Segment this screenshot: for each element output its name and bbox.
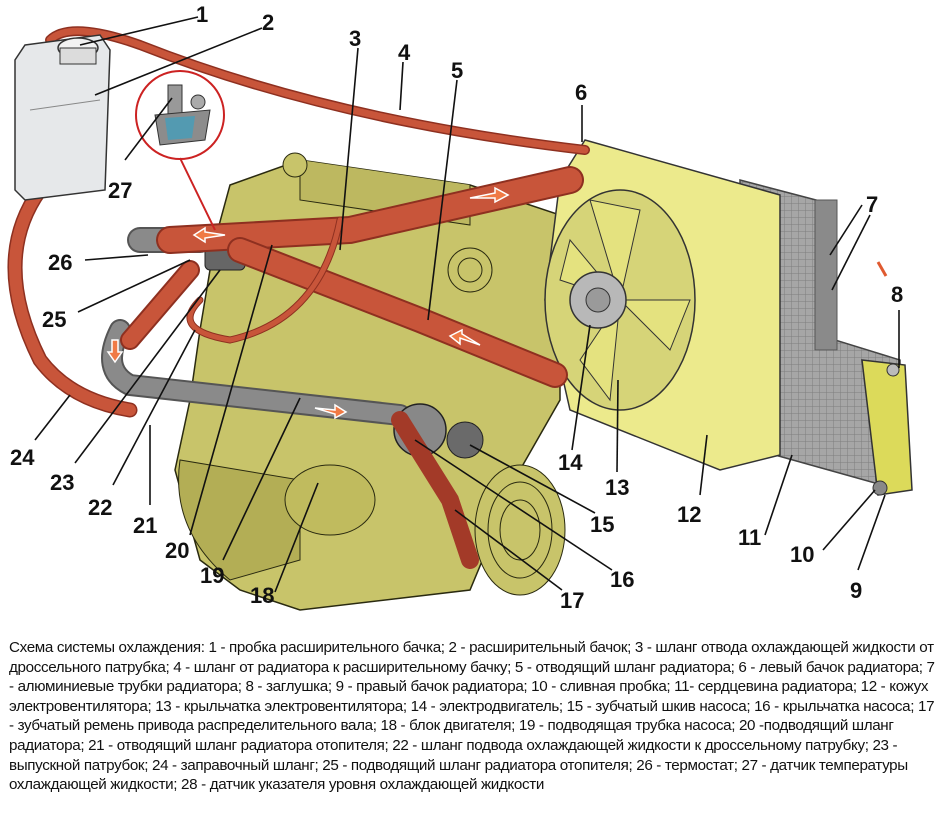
- label-10: 10: [790, 542, 814, 567]
- label-12: 12: [677, 502, 701, 527]
- label-27: 27: [108, 178, 132, 203]
- label-20: 20: [165, 538, 189, 563]
- diagram-caption: Схема системы охлаждения: 1 - пробка рас…: [9, 639, 935, 794]
- label-25: 25: [42, 307, 66, 332]
- label-8: 8: [891, 282, 903, 307]
- label-22: 22: [88, 495, 112, 520]
- label-17: 17: [560, 588, 584, 613]
- label-6: 6: [575, 80, 587, 105]
- fan-shroud: [544, 139, 781, 471]
- label-4: 4: [398, 40, 411, 65]
- leader-lines: [34, 16, 900, 593]
- cooling-system-diagram: 1 2 3 4 5 6 7 8 9 10 11 12 13 14 15 16 1…: [7, 2, 913, 613]
- label-2: 2: [262, 10, 274, 35]
- label-26: 26: [48, 250, 72, 275]
- label-5: 5: [451, 58, 463, 83]
- label-3: 3: [349, 26, 361, 51]
- label-13: 13: [605, 475, 629, 500]
- label-7: 7: [866, 192, 878, 217]
- flow-arrows: [106, 186, 888, 420]
- label-1: 1: [196, 2, 208, 27]
- label-15: 15: [590, 512, 614, 537]
- temperature-sensor-callout: [135, 70, 225, 231]
- label-21: 21: [133, 513, 157, 538]
- label-11: 11: [738, 525, 761, 550]
- label-9: 9: [850, 578, 862, 603]
- part-number-labels: 1 2 3 4 5 6 7 8 9 10 11 12 13 14 15 16 1…: [10, 2, 903, 613]
- expansion-tank: [14, 34, 111, 201]
- label-23: 23: [50, 470, 74, 495]
- label-18: 18: [250, 583, 274, 608]
- label-19: 19: [200, 563, 224, 588]
- label-14: 14: [558, 450, 583, 475]
- label-24: 24: [10, 445, 35, 470]
- label-16: 16: [610, 567, 634, 592]
